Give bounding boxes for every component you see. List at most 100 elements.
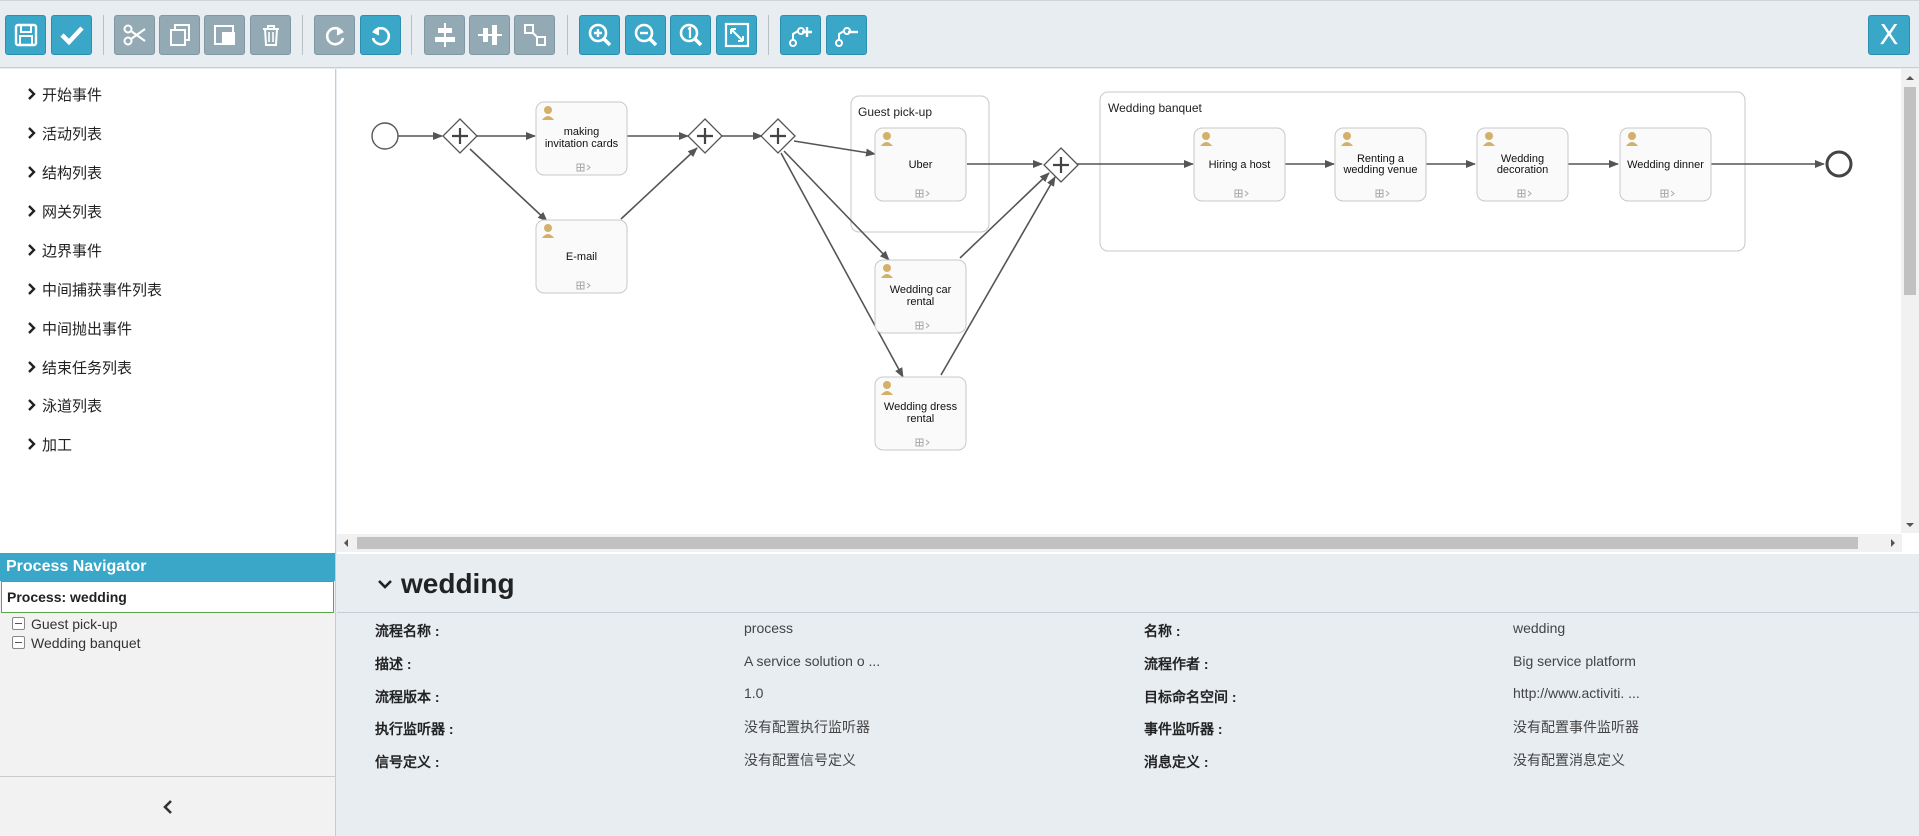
palette-item-gateways[interactable]: 网关列表 <box>26 200 102 222</box>
scroll-right-icon[interactable] <box>1885 534 1899 552</box>
palette-item-activities[interactable]: 活动列表 <box>26 122 102 144</box>
navigator-node-guest-pickup[interactable]: Guest pick-up <box>0 614 335 633</box>
sequence-flow[interactable] <box>783 150 890 261</box>
horizontal-scroll-thumb[interactable] <box>357 537 1858 549</box>
collapse-sidebar-button[interactable] <box>0 776 335 836</box>
sequence-flow[interactable] <box>959 172 1050 259</box>
collapse-icon[interactable] <box>12 636 25 649</box>
palette-item-intermediate-throw-events[interactable]: 中间抛出事件 <box>26 317 132 339</box>
property-label: 描述 : <box>375 656 412 672</box>
close-button[interactable]: X <box>1868 15 1910 55</box>
collapse-icon[interactable] <box>12 617 25 630</box>
same-size-button[interactable] <box>514 15 555 55</box>
trash-icon <box>262 25 279 46</box>
property-value[interactable]: http://www.activiti. ... <box>1513 685 1640 701</box>
user-task-renting-a-wedding-venue[interactable]: Renting a wedding venue <box>1334 127 1427 202</box>
user-task-hiring-a-host[interactable]: Hiring a host <box>1193 127 1286 202</box>
horizontal-scrollbar[interactable] <box>337 534 1902 552</box>
task-markers-icon <box>915 189 930 198</box>
task-markers-icon <box>576 281 591 290</box>
property-value[interactable]: 没有配置信号定义 <box>744 752 856 768</box>
chevron-right-icon <box>28 244 36 256</box>
user-task-email[interactable]: E-mail <box>535 219 628 294</box>
validate-button[interactable] <box>51 15 92 55</box>
navigator-header: Process Navigator <box>0 553 335 581</box>
parallel-gateway[interactable] <box>442 118 478 154</box>
zoom-fit-icon <box>724 22 749 48</box>
palette-item-boundary-events[interactable]: 边界事件 <box>26 239 102 261</box>
parallel-gateway[interactable] <box>760 118 796 154</box>
property-label: 流程名称 : <box>375 623 440 639</box>
zoom-actual-button[interactable] <box>670 15 711 55</box>
remove-bendpoint-button[interactable] <box>826 15 867 55</box>
redo-button[interactable] <box>314 15 355 55</box>
property-value[interactable]: A service solution o ... <box>744 653 881 669</box>
user-task-wedding-dinner[interactable]: Wedding dinner <box>1619 127 1712 202</box>
cut-button[interactable] <box>114 15 155 55</box>
scroll-down-icon[interactable] <box>1901 519 1919 531</box>
zoom-fit-button[interactable] <box>716 15 757 55</box>
chevron-right-icon <box>28 205 36 217</box>
save-button[interactable] <box>5 15 46 55</box>
property-label: 流程版本 : <box>375 689 440 705</box>
user-task-wedding-dress-rental[interactable]: Wedding dress rental <box>874 376 967 451</box>
property-value[interactable]: 1.0 <box>744 685 764 701</box>
sequence-flow[interactable] <box>793 140 876 157</box>
palette-item-intermediate-catch-events[interactable]: 中间捕获事件列表 <box>26 278 162 300</box>
scroll-left-icon[interactable] <box>340 534 354 552</box>
add-bendpoint-button[interactable] <box>780 15 821 55</box>
palette-item-processing[interactable]: 加工 <box>26 433 72 455</box>
paste-button[interactable] <box>204 15 245 55</box>
palette-item-start-events[interactable]: 开始事件 <box>26 83 102 105</box>
user-icon <box>881 132 893 146</box>
navigator-node-wedding-banquet[interactable]: Wedding banquet <box>0 633 335 652</box>
property-value[interactable]: process <box>744 620 794 636</box>
user-task-wedding-decoration[interactable]: Wedding decoration <box>1476 127 1569 202</box>
user-task-uber[interactable]: Uber <box>874 127 967 202</box>
delete-button[interactable] <box>250 15 291 55</box>
sequence-flow[interactable] <box>469 148 548 222</box>
bpmn-diagram[interactable]: Guest pick-up Wedding banquet <box>337 69 1902 533</box>
task-markers-icon <box>1375 189 1390 198</box>
property-label: 信号定义 : <box>375 754 440 770</box>
parallel-gateway[interactable] <box>687 118 723 154</box>
sequence-flow[interactable] <box>620 147 698 220</box>
sequence-flow[interactable] <box>780 152 904 378</box>
copy-icon <box>169 24 190 46</box>
chevron-right-icon <box>28 166 36 178</box>
chevron-down-icon[interactable] <box>377 578 393 590</box>
properties-title[interactable]: wedding <box>377 568 515 600</box>
undo-button[interactable] <box>360 15 401 55</box>
chevron-right-icon <box>28 127 36 139</box>
diagram-canvas[interactable]: Guest pick-up Wedding banquet <box>337 69 1919 554</box>
palette-item-structures[interactable]: 结构列表 <box>26 161 102 183</box>
property-value[interactable]: 没有配置消息定义 <box>1513 752 1625 768</box>
align-vertical-button[interactable] <box>469 15 510 55</box>
navigator-process-item[interactable]: Process: wedding <box>1 581 334 613</box>
copy-button[interactable] <box>159 15 200 55</box>
palette-item-swimlanes[interactable]: 泳道列表 <box>26 394 102 416</box>
end-event[interactable] <box>1825 150 1853 178</box>
sequence-flow[interactable] <box>940 176 1056 376</box>
property-value[interactable]: 没有配置事件监听器 <box>1513 719 1639 735</box>
parallel-gateway[interactable] <box>1043 147 1079 183</box>
vertical-scroll-thumb[interactable] <box>1904 87 1916 295</box>
palette-item-end-events[interactable]: 结束任务列表 <box>26 356 132 378</box>
task-markers-icon <box>915 321 930 330</box>
align-horizontal-button[interactable] <box>424 15 465 55</box>
task-label: rental <box>907 413 935 425</box>
property-value[interactable]: wedding <box>1513 620 1566 636</box>
scroll-up-icon[interactable] <box>1901 72 1919 84</box>
zoom-in-button[interactable] <box>579 15 620 55</box>
property-value[interactable]: Big service platform <box>1513 653 1636 669</box>
zoom-out-button[interactable] <box>625 15 666 55</box>
user-task-making-invitation-cards[interactable]: making invitation cards <box>535 101 628 176</box>
chevron-right-icon <box>28 283 36 295</box>
start-event[interactable] <box>371 122 399 150</box>
user-task-wedding-car-rental[interactable]: Wedding car rental <box>874 259 967 334</box>
property-value[interactable]: 没有配置执行监听器 <box>744 719 870 735</box>
sidebar: 开始事件 活动列表 结构列表 网关列表 边界事件 中间捕获事件列表 中间抛出事件 <box>0 69 336 836</box>
subprocess-label: Wedding banquet <box>1108 101 1203 115</box>
vertical-scrollbar[interactable] <box>1901 69 1919 533</box>
chevron-right-icon <box>28 361 36 373</box>
